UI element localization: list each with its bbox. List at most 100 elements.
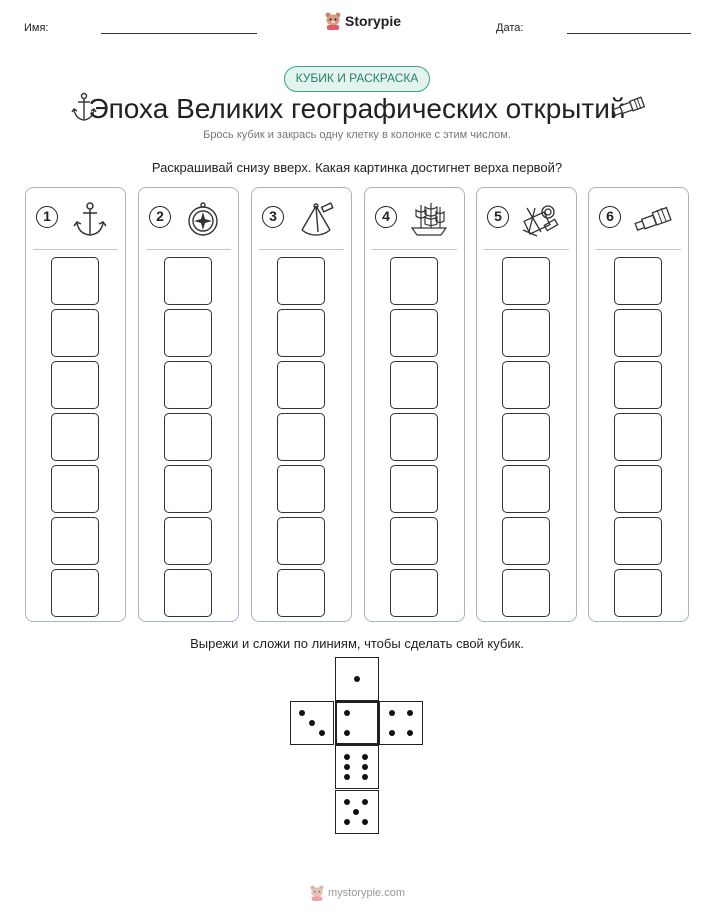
color-cell[interactable]: [502, 465, 550, 513]
color-cell[interactable]: [614, 413, 662, 461]
brand-name: Storypie: [345, 13, 402, 29]
color-cell[interactable]: [390, 465, 438, 513]
color-cell[interactable]: [502, 257, 550, 305]
sailing-ship-icon: [410, 203, 448, 236]
compass-icon: [188, 202, 218, 236]
die-pip: [362, 819, 368, 825]
die-face-6: [335, 745, 379, 789]
color-cell[interactable]: [277, 517, 325, 565]
color-cell[interactable]: [614, 465, 662, 513]
race-column-2: 2: [138, 187, 239, 622]
column-divider: [484, 249, 569, 250]
die-pip: [407, 710, 413, 716]
color-cell[interactable]: [51, 569, 99, 617]
race-column-1: 1: [25, 187, 126, 622]
color-cell[interactable]: [390, 257, 438, 305]
die-pip: [389, 730, 395, 736]
race-column-4: 4: [364, 187, 465, 622]
die-pip: [362, 774, 368, 780]
color-cell[interactable]: [502, 413, 550, 461]
coloring-instruction: Раскрашивай снизу вверх. Какая картинка …: [151, 160, 563, 175]
column-number: 5: [487, 206, 509, 228]
column-divider: [33, 249, 118, 250]
die-face-4: [379, 701, 423, 745]
cut-instruction: Вырежи и сложи по линиям, чтобы сделать …: [190, 636, 524, 651]
column-number: 6: [599, 206, 621, 228]
storypie-mascot-icon: [310, 885, 324, 901]
color-cell[interactable]: [390, 361, 438, 409]
color-cell[interactable]: [614, 517, 662, 565]
name-label: Имя:: [24, 22, 49, 34]
column-divider: [596, 249, 681, 250]
die-pip: [407, 730, 413, 736]
color-cell[interactable]: [51, 361, 99, 409]
color-cell[interactable]: [164, 569, 212, 617]
color-cell[interactable]: [502, 309, 550, 357]
activity-badge: КУБИК И РАСКРАСКА: [284, 66, 430, 92]
column-number: 4: [375, 206, 397, 228]
color-cell[interactable]: [502, 361, 550, 409]
color-cell[interactable]: [164, 517, 212, 565]
color-cell[interactable]: [502, 517, 550, 565]
color-cell[interactable]: [277, 465, 325, 513]
color-cell[interactable]: [277, 309, 325, 357]
die-pip: [362, 754, 368, 760]
anchor-icon: [71, 92, 97, 121]
color-cell[interactable]: [277, 569, 325, 617]
die-pip: [344, 774, 350, 780]
color-cell[interactable]: [502, 569, 550, 617]
color-cell[interactable]: [164, 309, 212, 357]
color-cell[interactable]: [277, 361, 325, 409]
map-tools-icon: [522, 205, 559, 237]
footer-url: mystorypie.com: [328, 887, 406, 899]
color-cell[interactable]: [614, 361, 662, 409]
color-cell[interactable]: [614, 309, 662, 357]
race-column-6: 6: [588, 187, 689, 622]
column-number: 2: [149, 206, 171, 228]
color-cell[interactable]: [277, 257, 325, 305]
color-cell[interactable]: [164, 465, 212, 513]
color-cell[interactable]: [51, 309, 99, 357]
die-pip: [299, 710, 305, 716]
die-pip: [319, 730, 325, 736]
color-cell[interactable]: [51, 465, 99, 513]
die-pip: [344, 730, 350, 736]
column-divider: [372, 249, 457, 250]
footer: mystorypie.com: [310, 885, 405, 901]
die-pip: [362, 764, 368, 770]
column-number: 3: [262, 206, 284, 228]
color-cell[interactable]: [614, 257, 662, 305]
color-cell[interactable]: [390, 309, 438, 357]
column-divider: [259, 249, 344, 250]
sextant-icon: [301, 202, 334, 236]
die-pip: [344, 764, 350, 770]
date-label: Дата:: [496, 22, 524, 34]
color-cell[interactable]: [390, 569, 438, 617]
color-cell[interactable]: [277, 413, 325, 461]
color-cell[interactable]: [164, 257, 212, 305]
brand-logo: Storypie: [325, 12, 401, 30]
die-pip: [309, 720, 315, 726]
color-cell[interactable]: [614, 569, 662, 617]
color-cell[interactable]: [51, 257, 99, 305]
column-number: 1: [36, 206, 58, 228]
storypie-mascot-icon: [325, 12, 341, 30]
color-cell[interactable]: [164, 361, 212, 409]
page-subtitle: Брось кубик и закрась одну клетку в коло…: [203, 129, 511, 141]
die-pip: [353, 809, 359, 815]
die-pip: [362, 799, 368, 805]
name-line: [101, 33, 257, 34]
die-net: [290, 657, 424, 837]
column-divider: [146, 249, 231, 250]
color-cell[interactable]: [51, 413, 99, 461]
die-pip: [354, 676, 360, 682]
spyglass-icon: [612, 96, 646, 117]
color-cell[interactable]: [390, 517, 438, 565]
color-cell[interactable]: [390, 413, 438, 461]
die-pip: [344, 710, 350, 716]
page-title: Эпоха Великих географических открытий: [88, 93, 626, 124]
color-cell[interactable]: [164, 413, 212, 461]
color-cell[interactable]: [51, 517, 99, 565]
race-column-5: 5: [476, 187, 577, 622]
die-pip: [389, 710, 395, 716]
